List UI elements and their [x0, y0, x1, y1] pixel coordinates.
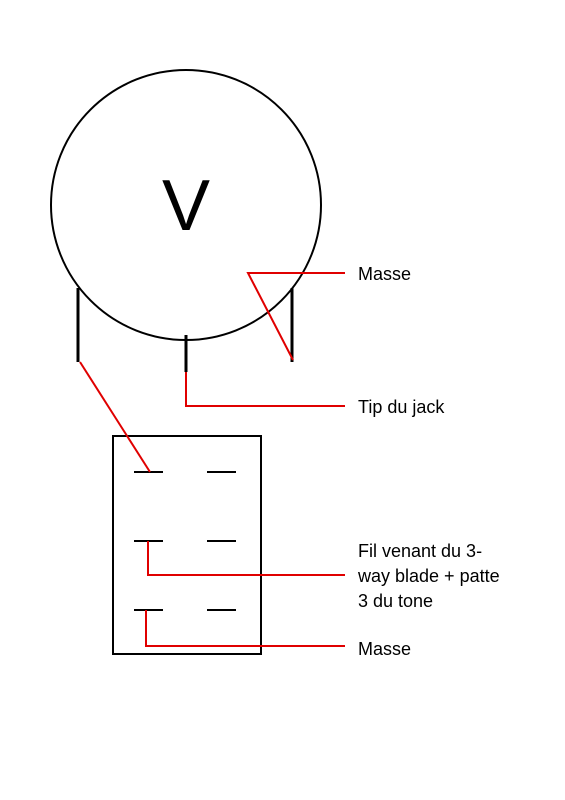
label-masse-bottom: Masse — [358, 639, 411, 659]
label-masse-top: Masse — [358, 264, 411, 284]
wire-masse-bottom — [145, 610, 345, 647]
wire-masse-top — [246, 272, 345, 361]
label-fil-line-3: 3 du tone — [358, 591, 433, 611]
label-fil-line-2: way blade + patte — [357, 566, 500, 586]
potentiometer-letter: V — [162, 166, 210, 246]
label-fil-line-1: Fil venant du 3- — [358, 541, 482, 561]
wire-fil-venant — [147, 541, 345, 576]
wire-tip-du-jack — [185, 372, 345, 407]
label-tip-du-jack: Tip du jack — [358, 397, 445, 417]
switch-body — [112, 435, 262, 655]
wire-pot-to-switch — [79, 361, 151, 473]
